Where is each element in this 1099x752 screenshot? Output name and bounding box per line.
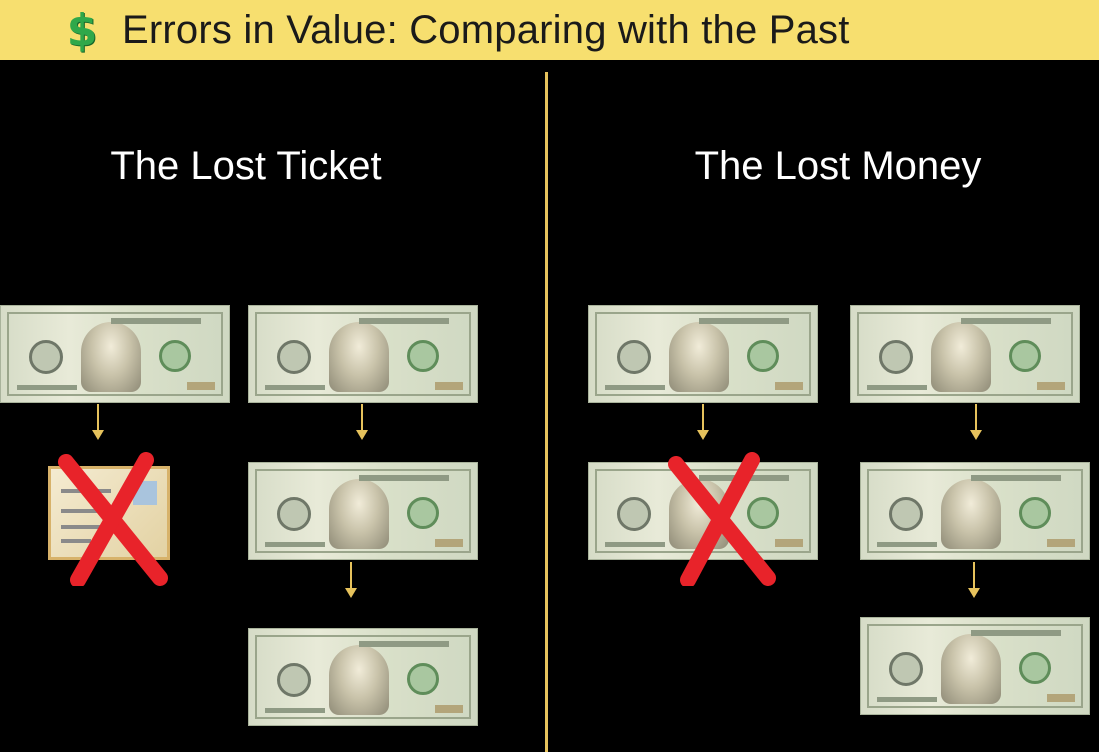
red-cross-icon <box>58 452 168 586</box>
red-cross-icon <box>668 452 776 586</box>
twenty-dollar-bill <box>860 462 1090 560</box>
twenty-dollar-bill <box>0 305 230 403</box>
twenty-dollar-bill <box>248 305 478 403</box>
twenty-dollar-bill <box>248 628 478 726</box>
down-arrow-icon <box>92 404 104 442</box>
lost-money-heading: The Lost Money <box>694 144 982 188</box>
slide-title: Errors in Value: Comparing with the Past <box>122 7 850 52</box>
twenty-dollar-bill <box>860 617 1090 715</box>
panel-divider <box>545 72 548 752</box>
twenty-dollar-bill <box>248 462 478 560</box>
dollar-sign-icon: $ <box>66 4 98 56</box>
down-arrow-icon <box>968 562 980 600</box>
twenty-dollar-bill <box>588 305 818 403</box>
down-arrow-icon <box>697 404 709 442</box>
down-arrow-icon <box>345 562 357 600</box>
lost-ticket-heading: The Lost Ticket <box>110 144 382 188</box>
twenty-dollar-bill <box>850 305 1080 403</box>
title-bar: $ Errors in Value: Comparing with the Pa… <box>0 0 1099 60</box>
down-arrow-icon <box>356 404 368 442</box>
down-arrow-icon <box>970 404 982 442</box>
